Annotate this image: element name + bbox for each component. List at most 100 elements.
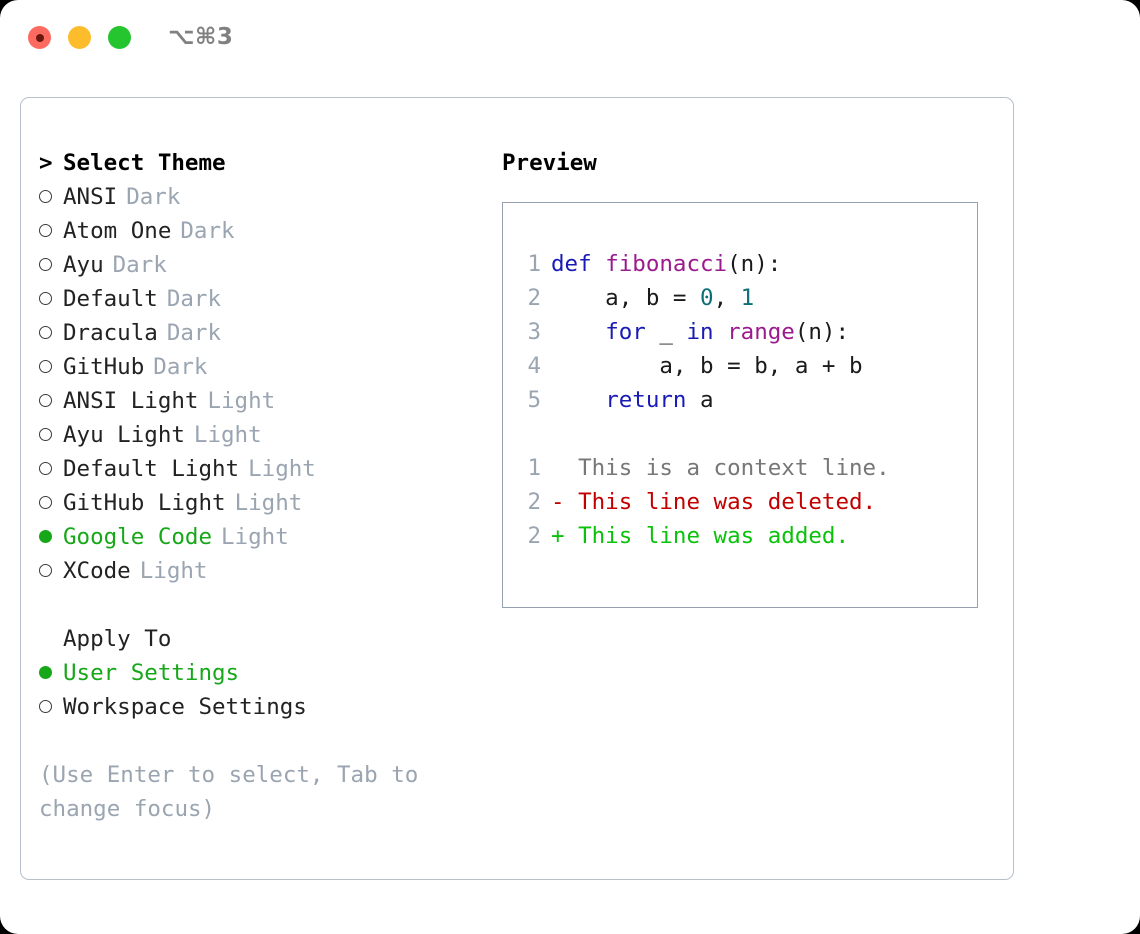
code-token: (n): xyxy=(727,251,782,277)
theme-option-ayu-light[interactable]: Ayu Light Light xyxy=(39,418,479,452)
theme-option-label: ANSI Light xyxy=(63,388,199,414)
diff-sign xyxy=(551,455,565,481)
theme-variant-badge: Dark xyxy=(126,184,181,210)
code-token xyxy=(714,319,728,345)
close-window-button[interactable] xyxy=(28,26,51,49)
radio-selected-icon xyxy=(39,520,63,554)
theme-variant-badge: Light xyxy=(248,456,316,482)
code-line: 2 a, b = 0, 1 xyxy=(515,281,969,315)
theme-option-label: GitHub Light xyxy=(63,490,226,516)
radio-unselected-icon xyxy=(39,350,63,384)
theme-option-xcode[interactable]: XCode Light xyxy=(39,554,479,588)
code-token: (n): xyxy=(794,319,850,345)
diff-line-number: 2 xyxy=(527,489,541,515)
radio-bullet xyxy=(39,700,52,713)
radio-bullet xyxy=(39,428,52,441)
radio-bullet xyxy=(39,394,52,407)
maximize-window-button[interactable] xyxy=(108,26,131,49)
code-line-number: 2 xyxy=(527,285,541,311)
apply-to-header-label: Apply To xyxy=(63,626,172,652)
radio-unselected-icon xyxy=(39,486,63,520)
radio-bullet xyxy=(39,564,52,577)
radio-bullet xyxy=(39,190,52,203)
code-token: a xyxy=(686,387,714,413)
minimize-window-button[interactable] xyxy=(68,26,91,49)
radio-unselected-icon xyxy=(39,452,63,486)
code-token: a, b = xyxy=(551,285,701,311)
theme-variant-badge: Light xyxy=(139,558,208,584)
keyboard-shortcut-label: ⌥⌘3 xyxy=(168,24,234,50)
code-token xyxy=(551,387,605,413)
theme-variant-badge: Light xyxy=(193,422,262,448)
prompt-caret-icon: > xyxy=(39,150,53,176)
radio-bullet xyxy=(39,292,52,305)
radio-bullet xyxy=(39,496,52,509)
radio-unselected-icon xyxy=(39,282,63,316)
code-token: for xyxy=(605,319,646,345)
code-token: 0 xyxy=(700,285,714,311)
code-token: fibonacci xyxy=(605,251,728,277)
theme-option-github-light[interactable]: GitHub Light Light xyxy=(39,486,479,520)
select-theme-header-label: Select Theme xyxy=(63,150,226,176)
code-token: _ xyxy=(645,319,687,345)
apply-to-header: Apply To xyxy=(39,622,479,656)
radio-unselected-icon xyxy=(39,690,63,724)
code-token: in xyxy=(686,319,714,345)
theme-option-default-light[interactable]: Default Light Light xyxy=(39,452,479,486)
apply-to-option-label: Workspace Settings xyxy=(63,694,307,720)
theme-variant-badge: Light xyxy=(221,524,289,550)
theme-option-label: XCode xyxy=(63,558,131,584)
theme-option-ansi-light[interactable]: ANSI Light Light xyxy=(39,384,479,418)
radio-unselected-icon xyxy=(39,316,63,350)
diff-line: 1 This is a context line. xyxy=(515,451,969,485)
diff-line-number: 1 xyxy=(527,455,541,481)
theme-option-label: Ayu Light xyxy=(63,422,185,448)
radio-bullet xyxy=(39,462,52,475)
radio-bullet xyxy=(39,360,52,373)
code-line: 3 for _ in range(n): xyxy=(515,315,969,349)
code-token: def xyxy=(551,251,606,277)
theme-option-label: Default Light xyxy=(63,456,240,482)
theme-option-label: Ayu xyxy=(63,252,104,278)
theme-option-label: Dracula xyxy=(63,320,158,346)
theme-option-label: Atom One xyxy=(63,218,172,244)
theme-variant-badge: Light xyxy=(207,388,276,414)
diff-line-number: 2 xyxy=(527,523,541,549)
code-line-number: 4 xyxy=(527,353,541,379)
code-diff-spacer xyxy=(515,417,969,451)
theme-option-label: GitHub xyxy=(63,354,145,380)
radio-selected-icon xyxy=(39,656,63,690)
theme-variant-badge: Light xyxy=(234,490,303,516)
section-spacer xyxy=(39,588,479,622)
theme-option-google-code[interactable]: Google Code Light xyxy=(39,520,479,554)
apply-to-option-workspace-settings[interactable]: Workspace Settings xyxy=(39,690,479,724)
code-line-number: 5 xyxy=(527,387,541,413)
radio-bullet xyxy=(39,258,52,271)
traffic-light-buttons xyxy=(28,26,131,49)
diff-sign: - xyxy=(551,489,565,515)
preview-title: Preview xyxy=(502,150,597,176)
radio-unselected-icon xyxy=(39,248,63,282)
diff-text: This line was added. xyxy=(564,523,850,549)
theme-option-label: Google Code xyxy=(63,524,213,550)
code-token: range xyxy=(727,319,795,345)
window-titlebar: ⌥⌘3 xyxy=(0,0,1140,78)
diff-text: This is a context line. xyxy=(564,455,890,481)
code-token: a, b = b, a + b xyxy=(551,353,863,379)
code-token: return xyxy=(605,387,687,413)
apply-to-option-user-settings[interactable]: User Settings xyxy=(39,656,479,690)
radio-bullet xyxy=(39,326,52,339)
